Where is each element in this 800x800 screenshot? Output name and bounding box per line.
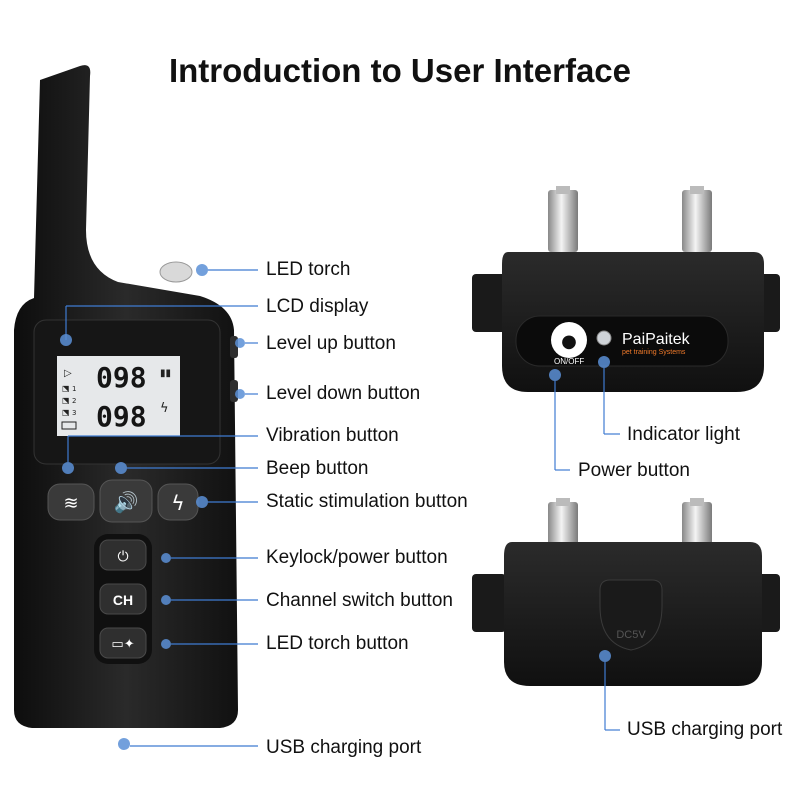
- led-torch-button[interactable]: ▭✦: [99, 627, 147, 659]
- label-level-down: Level down button: [266, 383, 421, 404]
- label-remote-usb-port: USB charging port: [266, 737, 422, 758]
- label-indicator-light: Indicator light: [627, 424, 741, 445]
- label-channel-switch: Channel switch button: [266, 590, 453, 611]
- probe-left: [548, 190, 578, 252]
- label-lcd-display: LCD display: [266, 296, 369, 317]
- label-collar-usb-port: USB charging port: [627, 719, 783, 740]
- svg-text:▷: ▷: [64, 368, 72, 379]
- channel-switch-button[interactable]: CH: [99, 583, 147, 615]
- dog-logo-icon: ●: [561, 331, 577, 352]
- svg-text:CH: CH: [113, 592, 133, 608]
- lcd-channel-3: 3: [72, 409, 76, 417]
- label-level-up: Level up button: [266, 333, 396, 354]
- vibration-button[interactable]: ≋: [47, 483, 95, 521]
- remote-transmitter: ▷ ⬔ 1 ⬔ 2 ⬔ 3 098 098 ▮▮ ϟ ≋ 🔊 ϟ ⏻: [14, 65, 238, 729]
- lcd-display: [57, 356, 180, 436]
- indicator-light: [596, 330, 612, 346]
- label-led-torch: LED torch: [266, 259, 351, 280]
- collar-receiver-back: DC5V: [472, 498, 780, 686]
- label-vibration: Vibration button: [266, 425, 399, 446]
- keylock-power-button[interactable]: ⏻: [99, 539, 147, 571]
- label-beep: Beep button: [266, 458, 369, 479]
- static-stimulation-button[interactable]: ϟ: [157, 483, 199, 521]
- vibration-icon: ≋: [63, 493, 78, 514]
- lcd-channel-2: 2: [72, 397, 76, 405]
- remote-callouts: [60, 264, 258, 750]
- on-off-label: ON/OFF: [554, 357, 584, 366]
- brand-name: PaiPaitek: [622, 331, 691, 348]
- dc5v-mark: DC5V: [616, 629, 646, 641]
- label-keylock: Keylock/power button: [266, 547, 448, 568]
- collar-receiver-front: ● PaiPaitek pet training Systems ON/OFF: [472, 186, 780, 392]
- led-torch-bulb: [159, 261, 193, 283]
- power-button-dog-logo[interactable]: [551, 322, 587, 358]
- battery-icon: [61, 421, 77, 430]
- signal-icon: ▮▮: [160, 368, 171, 379]
- speaker-icon: 🔊: [114, 490, 139, 514]
- page-title: Introduction to User Interface: [168, 52, 632, 89]
- lcd-top-value: 098: [96, 361, 147, 394]
- lcd-bottom-value: 098: [96, 400, 147, 433]
- lightning-icon: ϟ: [171, 491, 184, 515]
- probe-right: [682, 190, 712, 252]
- label-led-torch-button: LED torch button: [266, 633, 409, 654]
- svg-text:⬔: ⬔: [62, 408, 70, 417]
- torch-icon: ▭✦: [111, 637, 134, 652]
- collar-front-callouts: [549, 356, 620, 471]
- label-static: Static stimulation button: [266, 491, 468, 512]
- svg-text:⬔: ⬔: [62, 396, 70, 405]
- collar-back-callouts: [599, 650, 620, 731]
- beep-button[interactable]: 🔊: [99, 479, 153, 523]
- label-power-button: Power button: [578, 460, 690, 481]
- usb-port-cover[interactable]: [599, 579, 663, 651]
- brand-tagline: pet training Systems: [622, 349, 686, 356]
- shock-lcd-icon: ϟ: [160, 401, 169, 416]
- lcd-channel-1: 1: [72, 385, 76, 393]
- power-icon: ⏻: [117, 549, 128, 565]
- svg-text:⬔: ⬔: [62, 384, 70, 393]
